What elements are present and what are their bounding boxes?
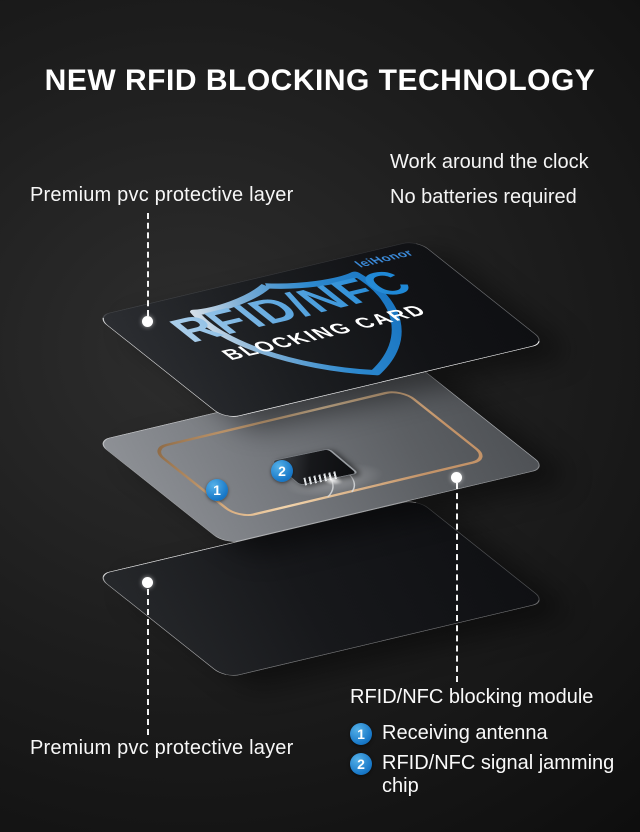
callout-dot-module — [451, 472, 462, 483]
blocking-module-layer — [95, 364, 548, 545]
bottom-layer-label: Premium pvc protective layer — [30, 737, 294, 759]
callout-line-top — [147, 213, 149, 316]
badge-antenna: 1 — [206, 479, 228, 501]
shield-icon — [190, 271, 402, 376]
top-card-layer: leiHonor RFID/NFC BLOCKING CARD — [95, 239, 548, 420]
legend-badge-1: 1 — [350, 723, 372, 745]
bottom-card-layer — [95, 498, 548, 679]
legend-heading: RFID/NFC blocking module — [350, 686, 594, 708]
callout-dot-bottom — [142, 577, 153, 588]
top-layer-label: Premium pvc protective layer — [30, 184, 294, 206]
page-title: NEW RFID BLOCKING TECHNOLOGY — [44, 64, 596, 97]
legend: RFID/NFC blocking module 1 Receiving ant… — [350, 686, 634, 805]
legend-label-2: RFID/NFC signal jamming chip — [382, 752, 615, 797]
legend-item-antenna: 1 Receiving antenna — [350, 722, 634, 745]
callout-line-module — [456, 483, 458, 682]
feature-notes: Work around the clock No batteries requi… — [390, 145, 589, 215]
legend-item-chip: 2 RFID/NFC signal jamming chip — [350, 752, 634, 798]
feature-line-1: Work around the clock — [390, 151, 589, 173]
feature-line-2: No batteries required — [390, 186, 577, 208]
badge-chip: 2 — [271, 460, 293, 482]
callout-line-bottom — [147, 589, 149, 735]
legend-label-1: Receiving antenna — [382, 722, 548, 744]
legend-badge-2: 2 — [350, 753, 372, 775]
callout-dot-top — [142, 316, 153, 327]
